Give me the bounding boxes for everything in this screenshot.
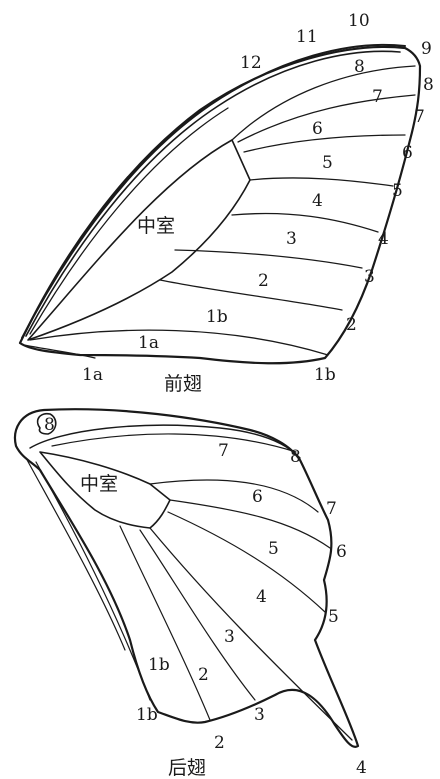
forewing-space-label-2: 2 — [258, 271, 269, 291]
hindwing-vein-label-2: 2 — [214, 733, 225, 753]
hindwing-space-label-6: 6 — [252, 487, 263, 507]
forewing-vein-1a — [24, 345, 95, 358]
hindwing-vein-7 — [150, 480, 318, 512]
hindwing-costa — [30, 425, 300, 458]
forewing-costa-line-2 — [26, 51, 400, 336]
hindwing-cell-label: 中室 — [80, 473, 118, 495]
forewing-vein-label-9: 9 — [421, 39, 432, 59]
forewing-vein-label-2: 2 — [346, 315, 357, 335]
forewing-space-label-3: 3 — [286, 229, 297, 249]
hindwing-vein-label-5: 5 — [328, 607, 339, 627]
hindwing-vein-8 — [52, 434, 296, 452]
hindwing-space-label-3: 3 — [224, 627, 235, 647]
forewing-vein-5 — [250, 178, 393, 186]
forewing-space-label-8: 8 — [354, 57, 365, 77]
forewing-vein-label-11: 11 — [296, 27, 318, 47]
hindwing-vein-label-1b: 1b — [136, 705, 158, 725]
forewing-vein-label-8: 8 — [423, 75, 434, 95]
forewing-costa-line-3 — [30, 108, 228, 334]
hindwing-vein-label-4: 4 — [356, 758, 367, 778]
hindwing-space-label-5: 5 — [268, 539, 279, 559]
hindwing-vein-label-6: 6 — [336, 542, 347, 562]
hindwing-vein-label-7: 7 — [326, 499, 337, 519]
forewing-vein-label-7: 7 — [414, 107, 425, 127]
forewing-vein-label-6: 6 — [402, 143, 413, 163]
forewing-vein-3 — [175, 250, 362, 268]
forewing-space-label-5: 5 — [322, 153, 333, 173]
forewing-vein-1b — [30, 330, 328, 355]
hindwing-vein-2 — [120, 526, 210, 720]
forewing-vein-label-4: 4 — [378, 229, 389, 249]
forewing-vein-label-1b: 1b — [314, 365, 336, 385]
hindwing-space-label-8: 8 — [44, 415, 55, 435]
forewing-vein-6 — [244, 135, 405, 152]
forewing-cell-label: 中室 — [137, 215, 175, 237]
hindwing-space-label-4: 4 — [256, 587, 267, 607]
forewing-vein-label-1a: 1a — [82, 365, 103, 385]
hindwing-caption: 后翅 — [168, 757, 206, 779]
forewing-vein-label-5: 5 — [392, 181, 403, 201]
hindwing-space-label-1b: 1b — [148, 655, 170, 675]
hindwing-vein-4 — [150, 528, 352, 740]
forewing-caption: 前翅 — [164, 373, 202, 395]
forewing-vein-label-12: 12 — [240, 53, 262, 73]
forewing-vein-2 — [160, 280, 342, 310]
forewing-space-label-1a: 1a — [138, 333, 159, 353]
hindwing-space-label-2: 2 — [198, 665, 209, 685]
hindwing-vein-label-3: 3 — [254, 705, 265, 725]
hindwing-vein-label-8: 8 — [290, 447, 301, 467]
forewing-vein-label-10: 10 — [348, 11, 370, 31]
forewing-vein-label-3: 3 — [364, 267, 375, 287]
hindwing-space-label-7: 7 — [218, 441, 229, 461]
forewing-vein-4 — [232, 214, 378, 232]
hindwing — [15, 409, 358, 747]
forewing-space-label-4: 4 — [312, 191, 323, 211]
forewing-space-label-6: 6 — [312, 119, 323, 139]
forewing-costa-line-1 — [22, 45, 405, 338]
forewing-space-label-7: 7 — [372, 87, 383, 107]
forewing-space-label-1b: 1b — [206, 307, 228, 327]
hindwing-vein-5 — [168, 512, 325, 612]
